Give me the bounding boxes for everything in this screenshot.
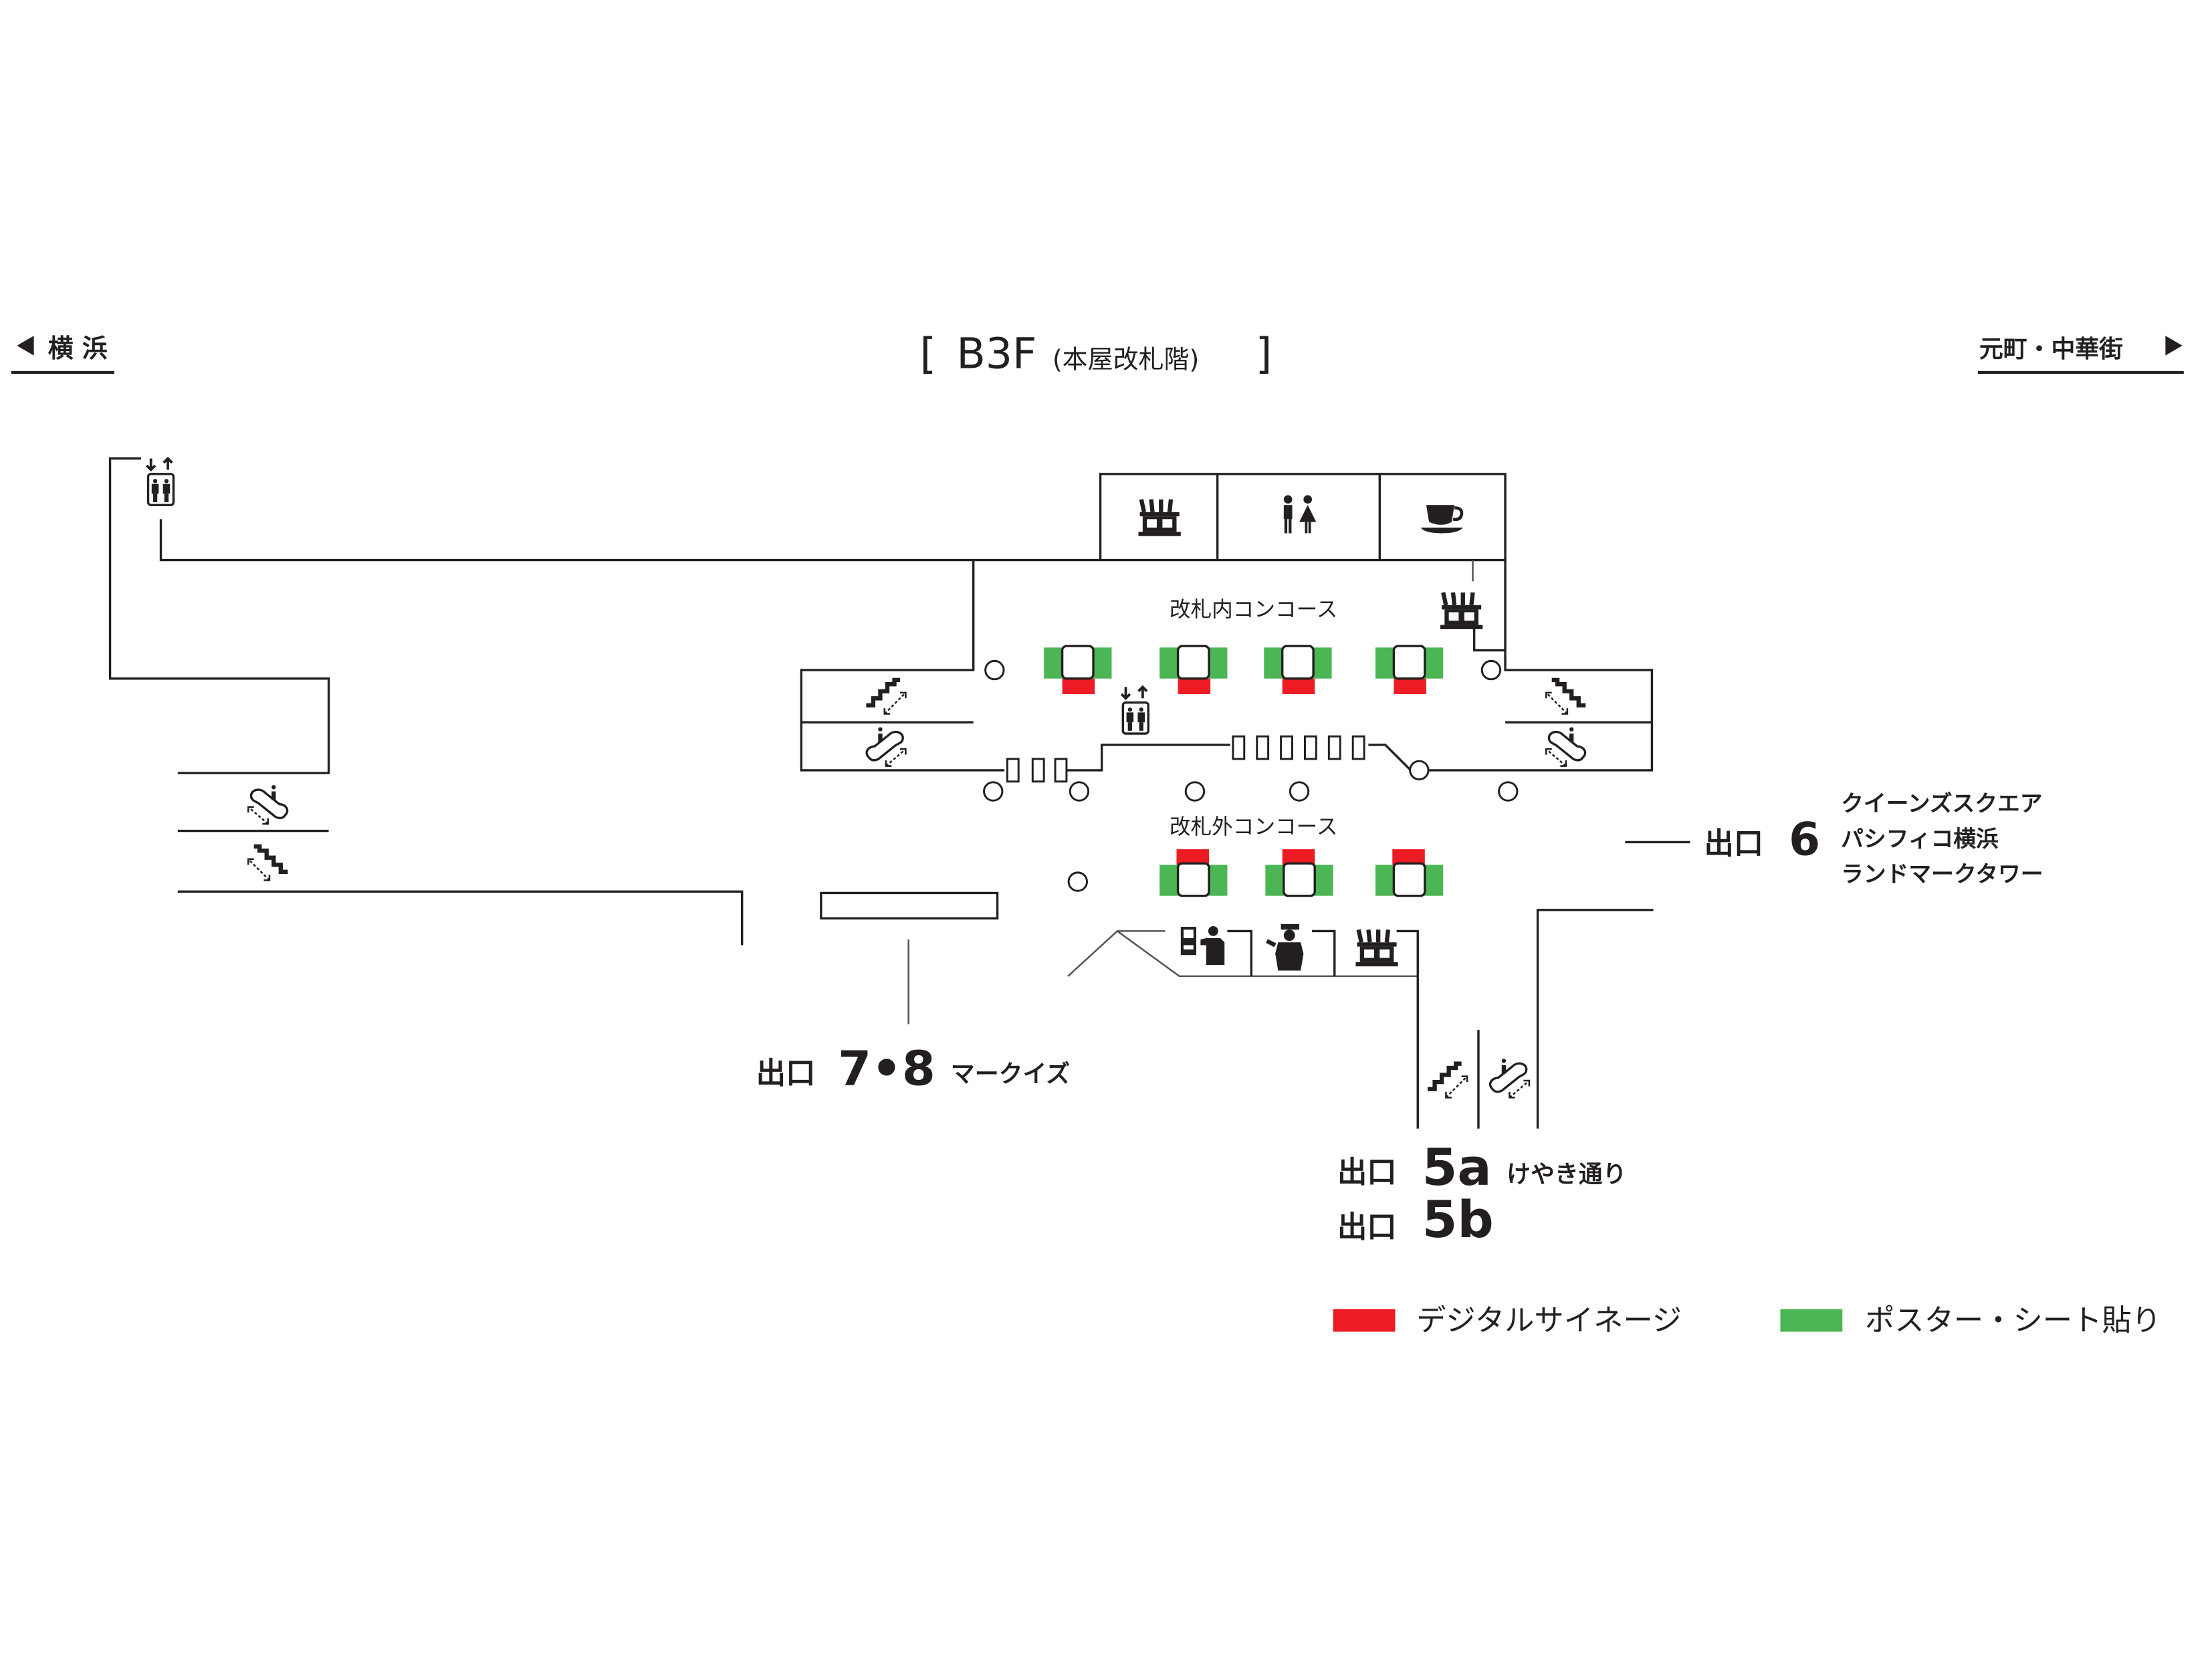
bracket-open: [: [920, 329, 937, 378]
stairs-icon: [1428, 1064, 1467, 1098]
escalator-icon: [865, 726, 907, 768]
legend-item-digital-signage: デジタルサイネージ: [1333, 1303, 1682, 1337]
floor-level: B3F: [956, 329, 1036, 378]
direction-yokohama-label: 横 浜: [48, 334, 108, 363]
ticket-gates-left: [1006, 758, 1068, 783]
ad-pillar: [1158, 645, 1229, 695]
floor-title: [ B3F (本屋改札階) ]: [920, 329, 1273, 378]
elevator-icon: [1120, 685, 1150, 735]
shop-icon: [1355, 929, 1398, 966]
ad-pillar: [1374, 645, 1444, 695]
direction-yokohama[interactable]: 横 浜: [11, 334, 114, 374]
elevator-icon: [145, 457, 175, 507]
ticket-gates-center: [1232, 735, 1365, 760]
cafe-icon: [1420, 505, 1464, 534]
exit-7-8[interactable]: 出口 7•8 マークイズ: [756, 1040, 1070, 1096]
direction-motomachi-label: 元町・中華街: [1979, 336, 2123, 363]
restroom-icon: [1283, 495, 1317, 534]
exit-destination: パシフィコ横浜: [1841, 826, 1999, 852]
exit-number: 7•8: [838, 1040, 935, 1096]
exit-prefix: 出口: [756, 1057, 816, 1091]
exit-number: 5a: [1422, 1138, 1492, 1197]
stairs-icon: [1546, 680, 1585, 714]
inside-concourse-label: 改札内コンコース: [1170, 598, 1337, 622]
legend-item-poster: ポスター・シート貼り: [1780, 1303, 2161, 1337]
shop-icon: [1440, 592, 1482, 629]
shop-icon: [1139, 500, 1181, 536]
ad-pillars-inside: [1042, 645, 1444, 695]
ad-pillar: [1042, 645, 1113, 695]
ad-pillar: [1264, 848, 1335, 897]
legend: デジタルサイネージ ポスター・シート貼り: [1333, 1303, 2161, 1337]
right-arrow-icon: [2165, 336, 2183, 356]
legend-swatch-red: [1333, 1309, 1396, 1332]
escalator-icon: [1545, 726, 1587, 768]
exit-5a[interactable]: 出口 5a けやき通り: [1337, 1138, 1626, 1197]
bracket-close: ]: [1256, 329, 1273, 378]
exit-prefix: 出口: [1337, 1155, 1397, 1190]
ad-pillar: [1262, 645, 1333, 695]
legend-swatch-green: [1780, 1309, 1843, 1332]
legend-label: ポスター・シート貼り: [1865, 1303, 2161, 1337]
exit-prefix: 出口: [1337, 1210, 1397, 1244]
escalator-icon: [1488, 1057, 1531, 1099]
left-arrow-icon: [17, 336, 34, 356]
outside-concourse-label: 改札外コンコース: [1170, 815, 1337, 839]
legend-label: デジタルサイネージ: [1416, 1303, 1682, 1337]
exit-destination: マークイズ: [951, 1060, 1070, 1088]
exit-6[interactable]: 出口 6 クイーンズスクエア パシフィコ横浜 ランドマークタワー: [1704, 790, 2043, 887]
direction-motomachi-chukagai[interactable]: 元町・中華街: [1977, 336, 2184, 374]
walls: [108, 457, 1690, 1129]
floor-subtitle: (本屋改札階): [1053, 345, 1199, 374]
exit-destination: けやき通り: [1507, 1161, 1626, 1188]
exit-5b[interactable]: 出口 5b: [1337, 1190, 1494, 1249]
exit-prefix: 出口: [1704, 826, 1764, 861]
exit-number: 6: [1789, 812, 1820, 865]
exit-destination: クイーンズスクエア: [1841, 790, 2042, 816]
escalator-icon: [247, 784, 289, 825]
ad-pillar: [1374, 848, 1444, 897]
ad-pillar: [1158, 848, 1229, 897]
ad-pillars-outside: [1158, 848, 1444, 897]
ticket-machine-icon: [1180, 926, 1225, 966]
stairs-icon: [866, 680, 905, 714]
exit-number: 5b: [1422, 1190, 1494, 1249]
stairs-icon: [248, 847, 288, 881]
exit-destination: ランドマークタワー: [1841, 861, 2043, 887]
station-staff-icon: [1266, 923, 1304, 971]
